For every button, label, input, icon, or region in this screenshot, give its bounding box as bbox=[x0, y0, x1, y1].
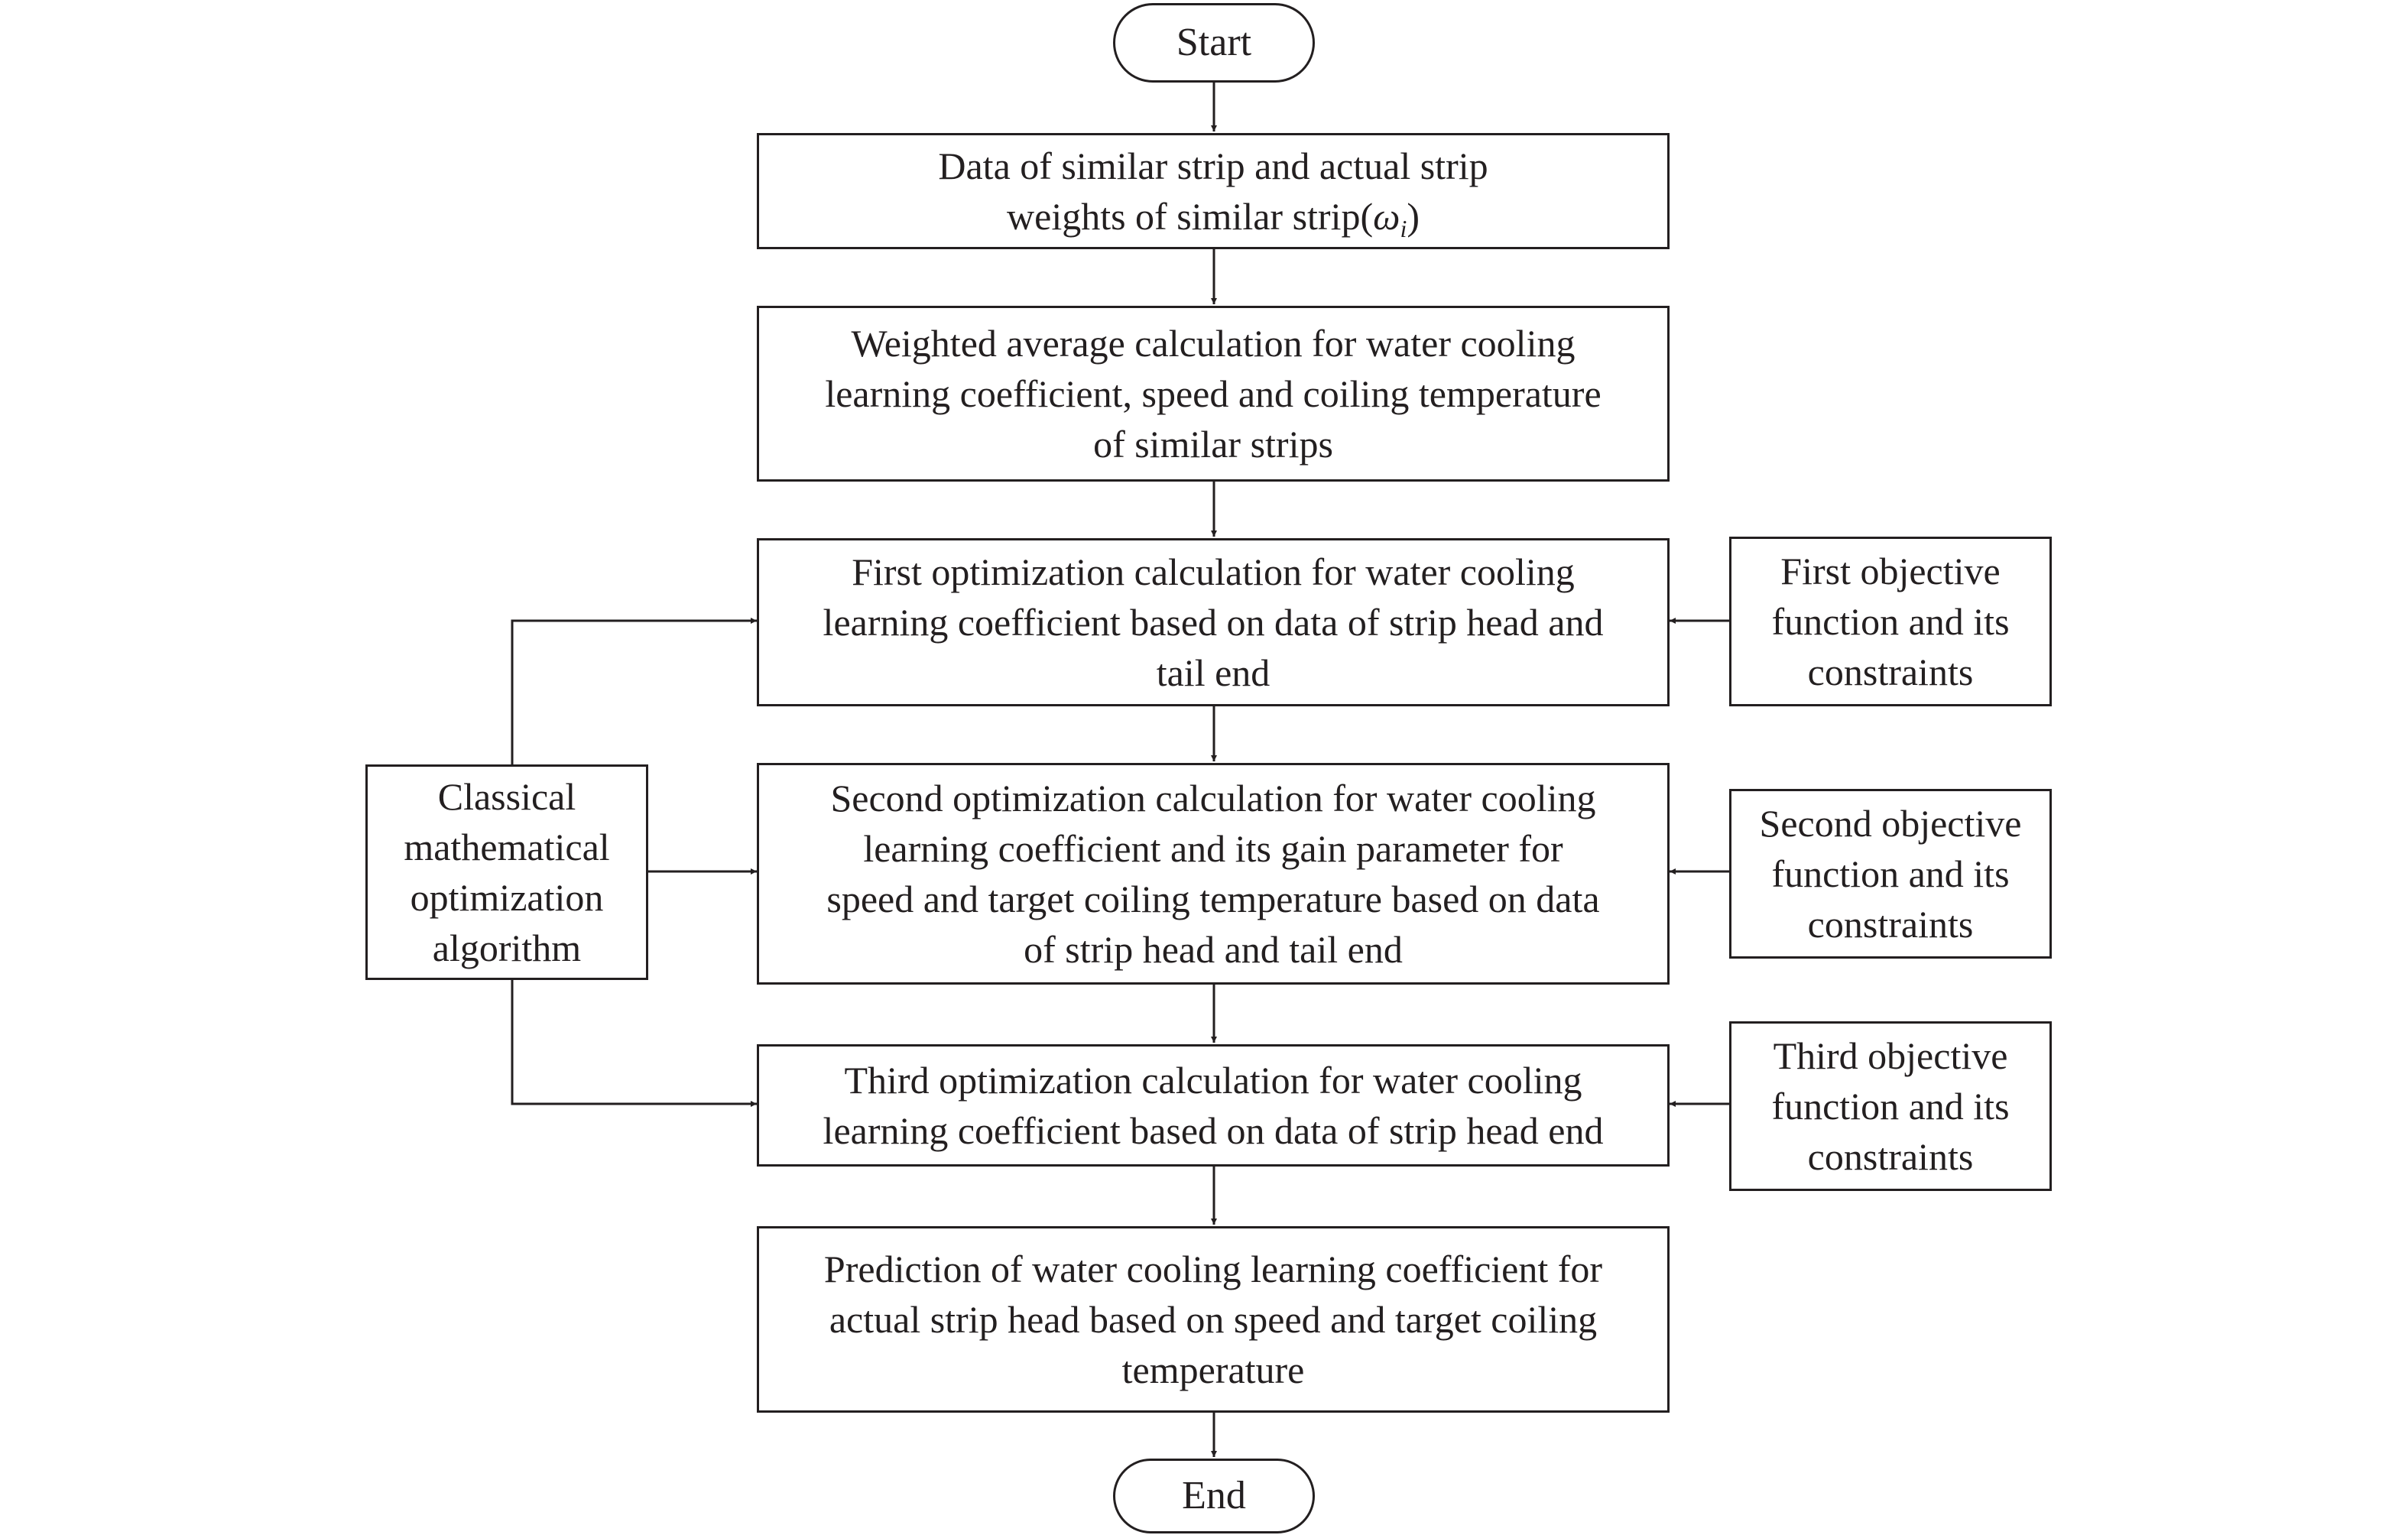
objective-2-box: Second objective function and its constr… bbox=[1729, 789, 2052, 959]
step-opt1-line-2: learning coefficient based on data of st… bbox=[823, 601, 1604, 644]
objective-2-line-2: function and its bbox=[1771, 852, 2010, 895]
arrow-algorithm-to-opt1 bbox=[511, 618, 757, 764]
start-terminal: Start bbox=[1113, 3, 1315, 83]
step-weighted-box: Weighted average calculation for water c… bbox=[757, 306, 1670, 482]
objective-1-line-3: constraints bbox=[1807, 651, 1974, 693]
step-predict-line-1: Prediction of water cooling learning coe… bbox=[823, 1248, 1603, 1290]
step-weighted-line-3: of similar strips bbox=[1093, 423, 1333, 466]
algorithm-box: Classical mathematical optimization algo… bbox=[365, 764, 648, 980]
step-opt3-box: Third optimization calculation for water… bbox=[757, 1044, 1670, 1167]
step-opt1-line-1: First optimization calculation for water… bbox=[852, 550, 1575, 593]
arrow-algorithm-to-opt3 bbox=[511, 980, 757, 1107]
objective-1-line-1: First objective bbox=[1780, 550, 2001, 592]
step-data-line-2: weights of similar strip(ωi) bbox=[1007, 195, 1420, 242]
objective-3-box: Third objective function and its constra… bbox=[1729, 1021, 2052, 1191]
step-data-line-1: Data of similar strip and actual strip bbox=[938, 144, 1488, 187]
objective-3-line-2: function and its bbox=[1771, 1085, 2010, 1128]
step-weighted-line-1: Weighted average calculation for water c… bbox=[851, 322, 1576, 365]
algorithm-line-3: optimization bbox=[410, 876, 604, 919]
objective-2-line-3: constraints bbox=[1807, 903, 1974, 946]
step-predict-line-3: temperature bbox=[1121, 1348, 1305, 1391]
step-data-box: Data of similar strip and actual strip w… bbox=[757, 133, 1670, 249]
step-opt2-line-1: Second optimization calculation for wate… bbox=[830, 777, 1596, 819]
step-opt3-line-1: Third optimization calculation for water… bbox=[844, 1059, 1582, 1102]
algorithm-line-1: Classical bbox=[437, 775, 576, 818]
objective-3-line-3: constraints bbox=[1807, 1135, 1974, 1178]
start-label: Start bbox=[1176, 21, 1252, 64]
step-predict-box: Prediction of water cooling learning coe… bbox=[757, 1226, 1670, 1413]
step-opt2-box: Second optimization calculation for wate… bbox=[757, 763, 1670, 985]
objective-1-box: First objective function and its constra… bbox=[1729, 537, 2052, 706]
objective-2-line-1: Second objective bbox=[1759, 802, 2022, 845]
step-opt2-line-3: speed and target coiling temperature bas… bbox=[826, 878, 1600, 920]
end-label: End bbox=[1182, 1474, 1246, 1517]
step-weighted-line-2: learning coefficient, speed and coiling … bbox=[825, 372, 1602, 415]
algorithm-line-4: algorithm bbox=[432, 927, 582, 969]
objective-3-line-1: Third objective bbox=[1773, 1034, 2008, 1077]
step-opt2-line-4: of strip head and tail end bbox=[1024, 928, 1403, 971]
step-opt1-line-3: tail end bbox=[1156, 651, 1271, 694]
end-terminal: End bbox=[1113, 1459, 1315, 1533]
step-opt1-box: First optimization calculation for water… bbox=[757, 538, 1670, 706]
step-predict-line-2: actual strip head based on speed and tar… bbox=[829, 1298, 1598, 1341]
step-opt2-line-2: learning coefficient and its gain parame… bbox=[863, 827, 1563, 870]
objective-1-line-2: function and its bbox=[1771, 600, 2010, 643]
step-opt3-line-2: learning coefficient based on data of st… bbox=[823, 1109, 1604, 1152]
algorithm-line-2: mathematical bbox=[404, 826, 610, 868]
omega-symbol: ωi bbox=[1373, 195, 1407, 242]
